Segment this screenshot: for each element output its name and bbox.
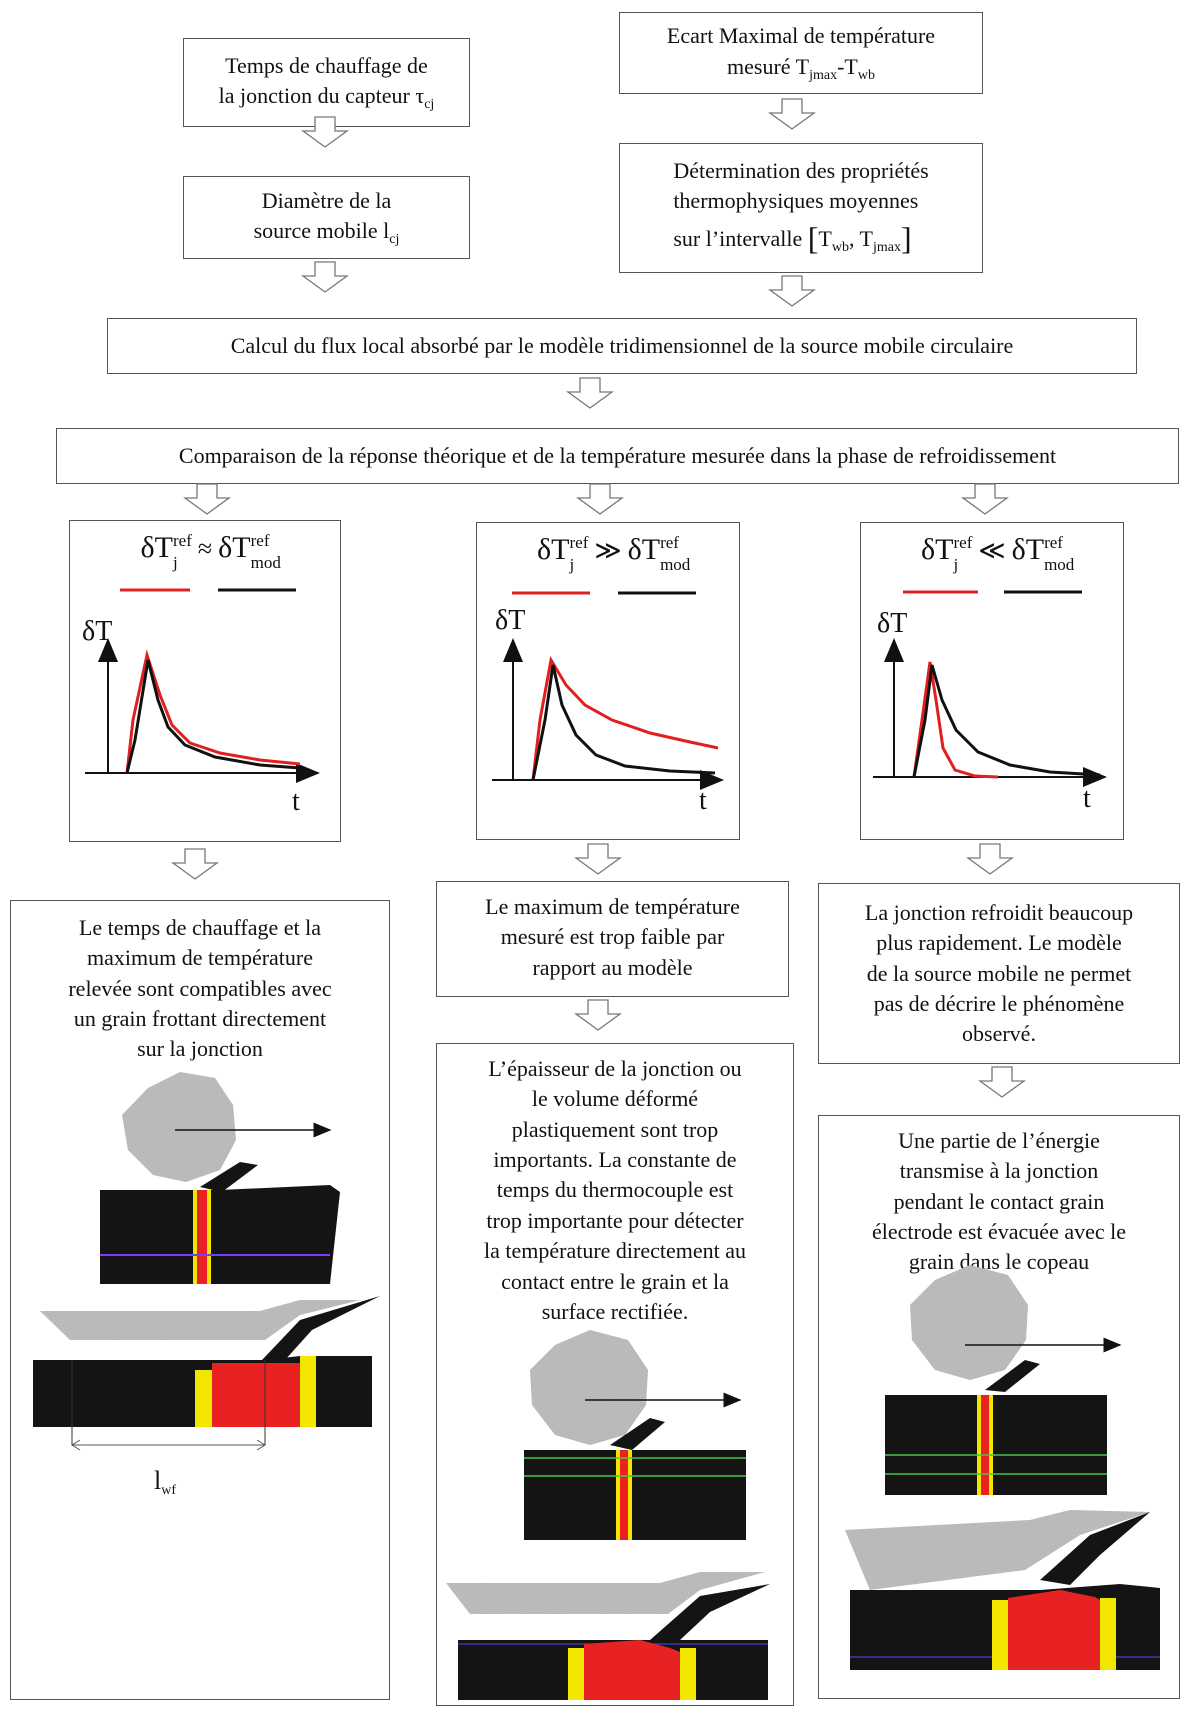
- heating-time-box: Temps de chauffage de la jonction du cap…: [183, 38, 470, 127]
- conclusion-low-max-panel: Le maximum de température mesuré est tro…: [436, 881, 789, 997]
- conclusion-energy-text: Une partie de l’énergie transmise à la j…: [871, 1128, 1127, 1275]
- conclusion-fast-cooling-panel: La jonction refroidit beaucoup plus rapi…: [818, 883, 1180, 1064]
- comparison-box: Comparaison de la réponse théorique et d…: [56, 428, 1179, 484]
- max-temperature-gap-box: Ecart Maximal de température mesuré Tjma…: [619, 12, 983, 94]
- source-diameter-box: Diamètre de la source mobile lcj: [183, 176, 470, 259]
- conclusion-thickness-panel: L’épaisseur de la jonction ou le volume …: [436, 1043, 794, 1706]
- local-flux-calculation-text: Calcul du flux local absorbé par le modè…: [230, 332, 1014, 358]
- local-flux-calculation-box: Calcul du flux local absorbé par le modè…: [107, 318, 1137, 374]
- conclusion-low-max-text: Le maximum de température mesuré est tro…: [485, 894, 740, 980]
- conclusion-energy-panel: Une partie de l’énergie transmise à la j…: [818, 1115, 1180, 1699]
- conclusion-thickness-text: L’épaisseur de la jonction ou le volume …: [483, 1056, 747, 1324]
- heating-time-line2: la jonction du capteur τ: [218, 83, 425, 109]
- contact-length-label: lwf: [154, 1466, 177, 1498]
- x-axis-label: t: [292, 786, 300, 817]
- y-axis-label: δT: [495, 605, 526, 636]
- properties-line2: thermophysiques moyennes: [673, 187, 919, 213]
- properties-line1: Détermination des propriétés: [673, 157, 929, 183]
- source-diameter-line1: Diamètre de la: [261, 187, 392, 213]
- heating-time-line1: Temps de chauffage de: [225, 52, 428, 78]
- y-axis-label: δT: [877, 608, 908, 639]
- interval-tjmax: , T: [848, 226, 873, 252]
- conclusion-fast-cooling-text: La jonction refroidit beaucoup plus rapi…: [864, 900, 1134, 1047]
- conclusion-compatible-text: Le temps de chauffage et la maximum de t…: [68, 915, 332, 1062]
- tjmax-subscript: jmax: [809, 67, 838, 83]
- bracket-close: ]: [901, 220, 912, 257]
- x-axis-label: t: [1083, 783, 1091, 814]
- twb-subscript: wb: [857, 67, 875, 83]
- thermophysical-properties-box: Détermination des propriétés thermophysi…: [619, 143, 983, 273]
- max-temperature-gap-line1: Ecart Maximal de température: [666, 23, 936, 49]
- comparison-text: Comparaison de la réponse théorique et d…: [178, 442, 1057, 468]
- heating-time-subscript: cj: [424, 97, 435, 113]
- max-temperature-gap-line2: mesuré T: [727, 53, 810, 79]
- interval-wb-sub: wb: [831, 240, 849, 256]
- lcj-subscript: cj: [389, 232, 400, 248]
- interval-twb: T: [818, 226, 832, 252]
- conclusion-compatible-panel: Le temps de chauffage et la maximum de t…: [10, 900, 390, 1700]
- minus-t: -T: [837, 53, 858, 79]
- interval-jmax-sub: jmax: [873, 240, 901, 256]
- x-axis-label: t: [699, 785, 707, 816]
- y-axis-label: δT: [82, 616, 113, 647]
- source-diameter-line2: source mobile l: [253, 218, 390, 244]
- bracket-open: [: [807, 220, 819, 257]
- properties-line3: sur l’intervalle: [673, 226, 803, 252]
